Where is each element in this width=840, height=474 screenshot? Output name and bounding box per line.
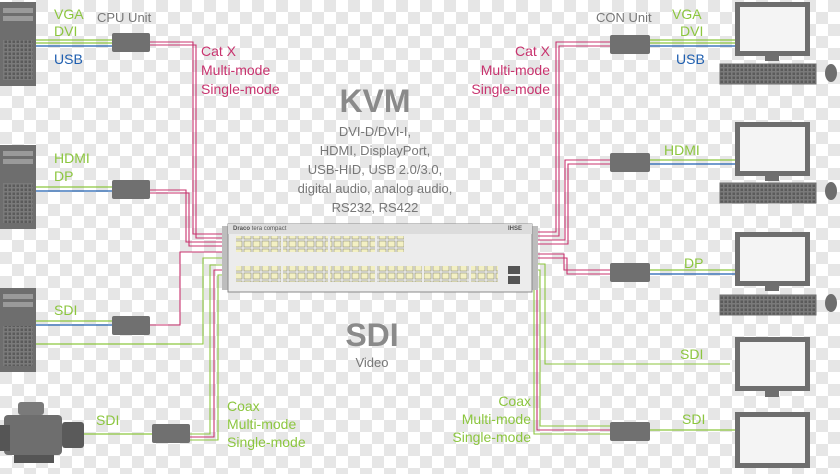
cable-type: Coax (498, 393, 531, 409)
left-sdi-label: SDI (54, 302, 78, 318)
pc-tower-2 (0, 145, 36, 229)
kvm-title: KVM (339, 83, 411, 119)
right-local-cables (650, 39, 735, 431)
con-unit-4 (610, 422, 650, 441)
cable-type: Multi-mode (480, 62, 550, 78)
cpu-unit-1 (112, 33, 150, 52)
cable-type: Single-mode (227, 434, 306, 450)
right-usb-label: USB (676, 51, 705, 67)
cable-type: Coax (227, 398, 260, 414)
kvm-signal-list: DVI-D/DVI-I, HDMI, DisplayPort, USB-HID,… (255, 122, 495, 217)
con-unit-1 (610, 35, 650, 54)
cpu-unit-3 (112, 316, 150, 335)
pc-tower-1 (0, 2, 36, 86)
con-unit-2 (610, 153, 650, 172)
video-camera (0, 402, 84, 463)
kvm-signal: digital audio, analog audio, (297, 181, 453, 196)
switch-brand: Draco tera compact (233, 226, 287, 232)
cable-type: Single-mode (201, 81, 280, 97)
switch-vendor: IHSE (508, 226, 523, 232)
right-sdi-cable-types: Coax Multi-mode Single-mode (452, 392, 531, 446)
workstation-1 (719, 2, 837, 85)
workstation-2 (719, 122, 837, 204)
cable-type: Single-mode (452, 429, 531, 445)
right-sdi-label-1: SDI (680, 346, 704, 362)
workstation-3 (719, 232, 837, 316)
left-sdi-camera-label: SDI (96, 412, 120, 428)
right-kvm-cable-types: Cat X Multi-mode Single-mode (471, 42, 550, 99)
cable-type: Cat X (514, 43, 550, 59)
right-sdi-label-2: SDI (682, 411, 706, 427)
pc-tower-3 (0, 288, 36, 372)
left-dp-label: DP (54, 168, 74, 184)
monitor-4 (735, 337, 810, 397)
monitor-5 (735, 412, 810, 468)
right-dp-label: DP (684, 255, 704, 271)
cable-type: Multi-mode (461, 411, 531, 427)
con-unit-label: CON Unit (596, 10, 652, 25)
cable-type: Multi-mode (227, 416, 297, 432)
kvm-signal: HDMI, DisplayPort, (319, 143, 431, 158)
right-trunk-cables (532, 41, 730, 435)
sdi-title: SDI (345, 317, 399, 353)
cpu-unit-4 (152, 424, 190, 443)
matrix-switch (222, 223, 538, 293)
sdi-subtitle: Video (355, 355, 389, 370)
cable-type: Single-mode (471, 81, 550, 97)
right-hdmi-label: HDMI (664, 142, 700, 158)
left-vga-label: VGA (54, 6, 84, 22)
cpu-unit-2 (112, 180, 150, 199)
cpu-unit-label: CPU Unit (97, 10, 152, 25)
left-kvm-cable-types: Cat X Multi-mode Single-mode (201, 42, 280, 99)
cable-type: Multi-mode (201, 62, 271, 78)
kvm-signal: USB-HID, USB 2.0/3.0, (307, 162, 443, 177)
right-vga-label: VGA (672, 6, 702, 22)
left-sdi-cable-types: Coax Multi-mode Single-mode (227, 397, 306, 451)
kvm-signal: RS232, RS422 (331, 200, 419, 215)
left-usb-label: USB (54, 51, 83, 67)
cable-type: Cat X (201, 43, 237, 59)
left-local-cables (15, 39, 190, 435)
left-hdmi-label: HDMI (54, 150, 90, 166)
kvm-signal: DVI-D/DVI-I, (338, 124, 412, 139)
left-trunk-cables (150, 41, 228, 441)
right-dvi-label: DVI (680, 23, 704, 39)
con-unit-3 (610, 263, 650, 282)
left-dvi-label: DVI (54, 23, 78, 39)
